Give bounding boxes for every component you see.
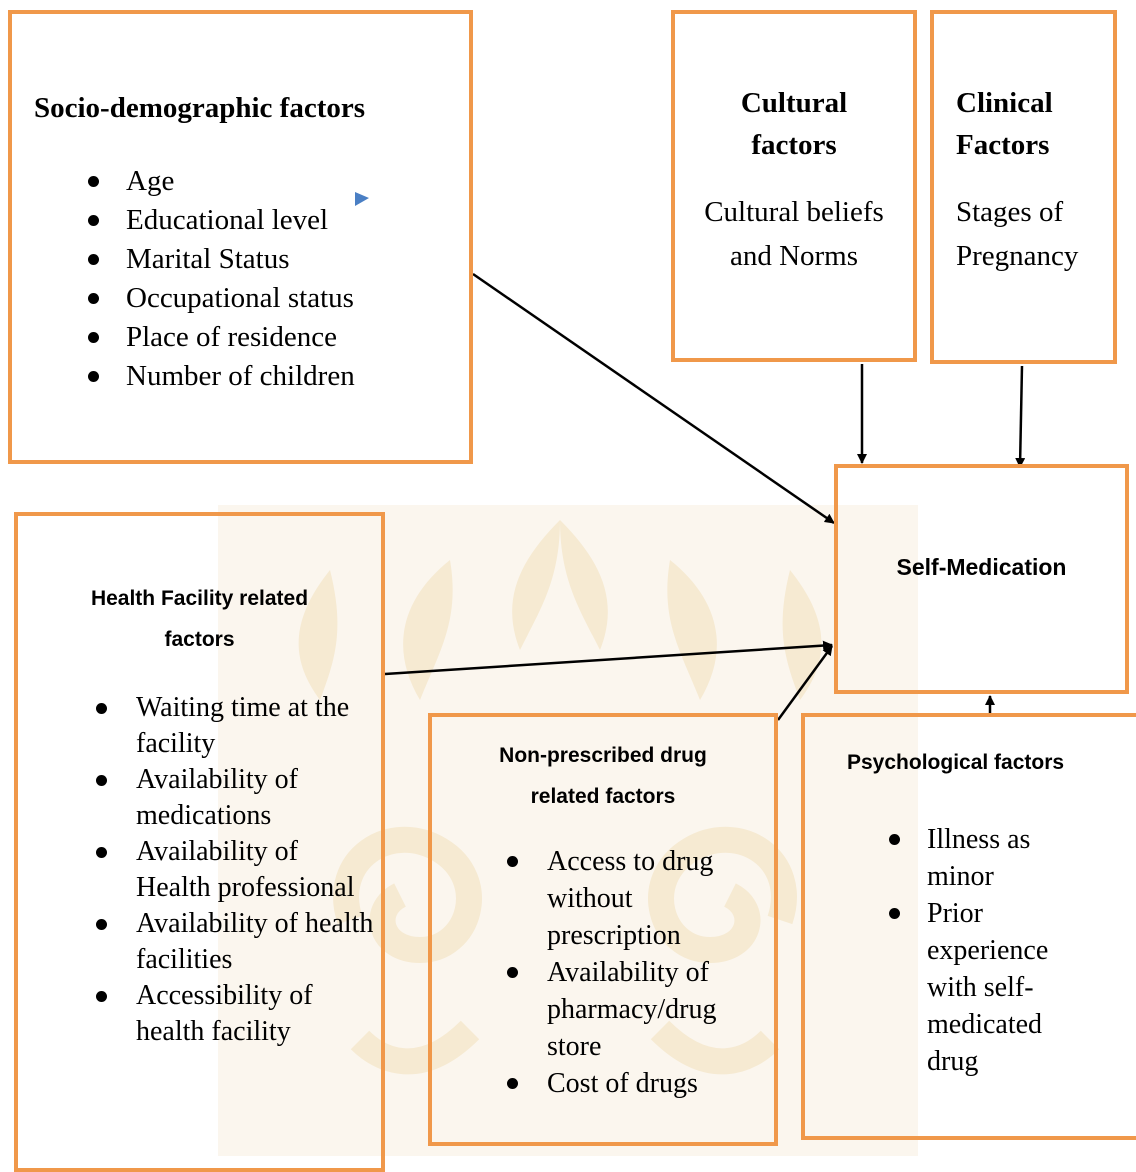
cultural-factors-title: Cultural factors	[675, 82, 913, 166]
socio-demographic-list: Age Educational level Marital Status Occ…	[88, 162, 355, 396]
list-item: Cost of drugs	[507, 1065, 767, 1102]
title-line: Factors	[956, 129, 1050, 161]
body-line: Stages of	[956, 196, 1064, 228]
title-line: Non-prescribed drug	[499, 744, 707, 767]
arrow-clinical-to-self	[1015, 365, 1026, 468]
title-line: Health Facility related	[90, 587, 309, 610]
title-line: Clinical	[956, 87, 1053, 119]
list-item: Availability of medications	[96, 762, 376, 834]
clinical-factors-title: Clinical Factors	[956, 82, 1053, 166]
self-medication-box: Self-Medication	[834, 464, 1129, 694]
list-item: Illness as minor	[889, 821, 1087, 895]
non-prescribed-drug-list: Access to drug without prescription Avai…	[507, 843, 767, 1102]
psychological-factors-box: Psychological factors Illness as minor P…	[801, 713, 1136, 1140]
body-line: and Norms	[729, 240, 859, 272]
list-item: Waiting time at the facility	[96, 690, 376, 762]
health-facility-list: Waiting time at the facility Availabilit…	[96, 690, 376, 1050]
psychological-factors-title: Psychological factors	[847, 751, 1065, 774]
cultural-factors-body: Cultural beliefs and Norms	[675, 190, 913, 278]
non-prescribed-drug-title: Non-prescribed drug related factors	[432, 735, 774, 817]
list-item: Number of children	[88, 357, 355, 396]
list-item: Marital Status	[88, 240, 355, 279]
list-item: Prior experience with self-medicated dru…	[889, 895, 1087, 1080]
clinical-factors-box: Clinical Factors Stages of Pregnancy	[930, 10, 1117, 364]
list-item: Occupational status	[88, 279, 355, 318]
non-prescribed-drug-box: Non-prescribed drug related factors Acce…	[428, 713, 778, 1146]
list-item: Accessibility of health facility	[96, 978, 376, 1050]
title-line: factors	[751, 129, 837, 161]
list-item: Availability of health facilities	[96, 906, 376, 978]
title-line: Cultural	[740, 87, 848, 119]
socio-demographic-box: Socio-demographic factors Age Educationa…	[8, 10, 473, 464]
body-line: Cultural beliefs	[704, 196, 884, 228]
arrow-health-to-self	[384, 640, 833, 676]
list-item: Place of residence	[88, 318, 355, 357]
health-facility-title: Health Facility related factors	[18, 578, 381, 660]
cultural-factors-box: Cultural factors Cultural beliefs and No…	[671, 10, 917, 362]
body-line: Pregnancy	[956, 240, 1079, 272]
list-item: Availability of Health professional	[96, 834, 376, 906]
psychological-factors-list: Illness as minor Prior experience with s…	[889, 821, 1087, 1080]
list-item: Access to drug without prescription	[507, 843, 767, 954]
list-item: Age	[88, 162, 355, 201]
socio-demographic-title: Socio-demographic factors	[34, 92, 366, 124]
title-line: factors	[164, 628, 235, 651]
list-item: Educational level	[88, 201, 355, 240]
title-line: related factors	[530, 785, 676, 808]
health-facility-box: Health Facility related factors Waiting …	[14, 512, 385, 1172]
arrow-nonpres-to-self	[776, 645, 834, 721]
clinical-factors-body: Stages of Pregnancy	[956, 190, 1078, 278]
list-item: Availability of pharmacy/drug store	[507, 954, 767, 1065]
self-medication-title: Self-Medication	[896, 554, 1067, 580]
